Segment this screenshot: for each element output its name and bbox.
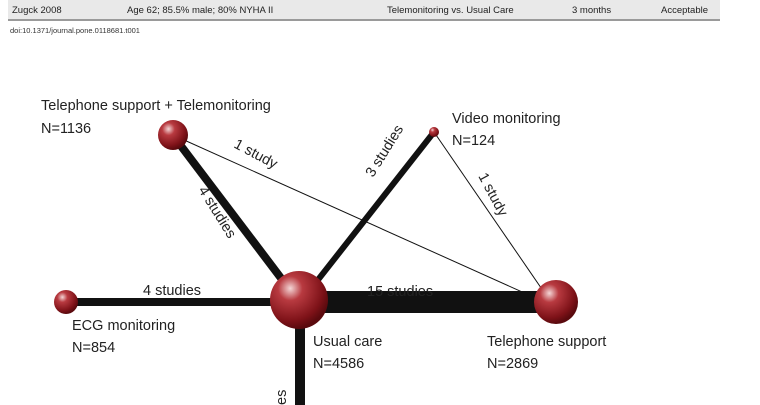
node-label: Video monitoring (452, 111, 561, 127)
edge-tstm-ts (172, 134, 541, 301)
node-telephone (534, 280, 578, 324)
doi-link[interactable]: doi:10.1371/journal.pone.0118681.t001 (10, 26, 140, 35)
node-n: N=854 (72, 340, 115, 356)
node-n: N=2869 (487, 356, 538, 372)
edge-label: es (274, 390, 290, 405)
edge-label: 4 studies (143, 283, 201, 299)
edge-label: 1 study (231, 136, 280, 172)
node-video (429, 127, 439, 137)
node-n: N=1136 (41, 121, 91, 137)
population-cell: Age 62; 85.5% male; 80% NYHA II (127, 5, 274, 16)
study-cell: Zugck 2008 (12, 5, 62, 16)
node-ecg (54, 290, 78, 314)
node-label: Telephone support (487, 334, 606, 350)
node-label: ECG monitoring (72, 318, 175, 334)
node-usual-care (270, 271, 328, 329)
edge-tstm-uc (174, 139, 294, 293)
node-tstm (158, 120, 188, 150)
duration-cell: 3 months (572, 5, 612, 16)
node-label: Usual care (313, 334, 382, 350)
table-row: Zugck 2008 Age 62; 85.5% male; 80% NYHA … (8, 0, 720, 21)
node-n: N=4586 (313, 356, 364, 372)
edge-video-uc (307, 130, 437, 292)
edge-label: 15 studies (367, 284, 433, 300)
edge-video-ts (433, 131, 549, 299)
quality-cell: Acceptable (661, 5, 709, 16)
edge-label: 1 study (474, 170, 510, 219)
comparison-cell: Telemonitoring vs. Usual Care (387, 5, 514, 16)
node-label: Telephone support + Telemonitoring (41, 98, 271, 114)
node-n: N=124 (452, 133, 495, 149)
